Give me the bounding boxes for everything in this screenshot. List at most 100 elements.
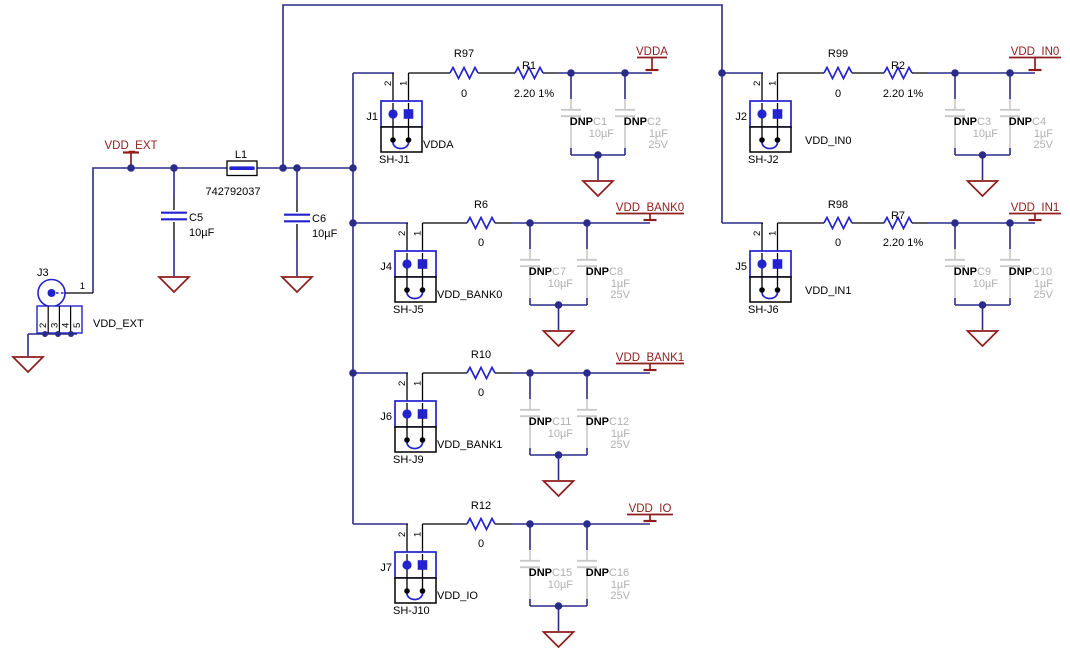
jumper-net-label: VDD_BANK0	[437, 289, 502, 301]
net-flag: VDD_IO	[627, 503, 673, 523]
capacitor-c5[interactable]: C5 10µF	[158, 168, 215, 293]
resistor-ref: R10	[471, 349, 491, 361]
capacitor-voltage: 25V	[610, 289, 630, 301]
jumper-symbol[interactable]	[394, 250, 437, 303]
resistor-value: 0	[478, 237, 484, 249]
capacitor-value: 10µF	[589, 128, 615, 140]
jumper-symbol[interactable]	[394, 551, 437, 604]
jumper-ref: J2	[735, 111, 747, 123]
capacitor-ref: C3	[977, 116, 991, 128]
dnp-flag: DNP	[624, 116, 647, 128]
capacitor-ref: C1	[593, 116, 607, 128]
branch-vdd-bank0: 2 1 J4 VDD_BANK0 SH-J5 R6 0 DNP C7 10µF …	[353, 199, 684, 347]
capacitor-value: 1µF	[611, 278, 630, 290]
pin-number: 2	[397, 532, 408, 537]
net-label: VDDA	[636, 46, 668, 58]
resistor-value: 2.20 1%	[514, 88, 555, 100]
capacitor-ref: C9	[977, 266, 991, 278]
capacitor-ref: C16	[609, 567, 629, 579]
shunt-label: SH-J2	[748, 154, 779, 166]
pin-number: 1	[768, 231, 779, 236]
dnp-capacitor-pair[interactable]: DNP C9 10µF DNP C10 1µF 25V	[944, 223, 1054, 347]
dnp-flag: DNP	[586, 416, 609, 428]
connector-pin-number: 3	[50, 323, 61, 328]
resistor-value: 0	[478, 538, 484, 550]
dnp-flag: DNP	[586, 567, 609, 579]
capacitor-voltage: 25V	[610, 439, 630, 451]
resistor-ref: R1	[522, 60, 536, 72]
dnp-capacitor-pair[interactable]: DNP C7 10µF DNP C8 1µF 25V	[519, 223, 631, 347]
dnp-capacitor-pair[interactable]: DNP C11 10µF DNP C12 1µF 25V	[519, 373, 631, 497]
capacitor-voltage: 25V	[610, 590, 630, 602]
jumper-ref: J1	[366, 111, 378, 123]
capacitor-value: 1µF	[611, 428, 630, 440]
jumper-net-label: VDD_IO	[437, 590, 478, 602]
capacitor-ref: C8	[609, 266, 623, 278]
branch-vdda: 2 1 J1 VDDA SH-J1 R97 0 R1 2.20 1% DNP C…	[353, 46, 669, 197]
jumper-symbol[interactable]	[394, 400, 437, 453]
pin-number: 1	[768, 81, 779, 86]
inductor-l1[interactable]: L1 742792037	[205, 149, 260, 198]
connector-pin-number: 4	[61, 323, 72, 328]
center-pin-icon	[47, 289, 56, 297]
capacitor-ref: C15	[552, 567, 572, 579]
jumper-symbol[interactable]	[749, 250, 792, 303]
capacitor-value: 1µF	[649, 128, 668, 140]
pin-number: 1	[413, 231, 424, 236]
net-label: VDD_IO	[629, 503, 672, 515]
net-label: VDD_BANK0	[616, 202, 684, 214]
connector-ref: J3	[37, 267, 49, 279]
resistor-ref: R99	[828, 48, 848, 60]
net-flag: VDD_BANK0	[616, 202, 684, 222]
resistor-ref: R98	[828, 199, 848, 211]
dnp-capacitor-pair[interactable]: DNP C15 10µF DNP C16 1µF 25V	[519, 524, 631, 648]
resistor-value: 2.20 1%	[883, 88, 924, 100]
net-label: VDD_IN0	[1011, 46, 1060, 58]
shunt-label: SH-J9	[393, 454, 424, 466]
net-label: VDD_EXT	[104, 140, 157, 152]
net-label: VDD_IN1	[1011, 202, 1060, 214]
capacitor-voltage: 25V	[648, 139, 668, 151]
dnp-flag: DNP	[529, 266, 552, 278]
capacitor-ref: C10	[1032, 266, 1052, 278]
connector-pin-number: 2	[38, 323, 49, 328]
resistor-value: 0	[835, 88, 841, 100]
capacitor-value: 10µF	[973, 128, 999, 140]
capacitor-value: 10µF	[548, 278, 574, 290]
jumper-symbol[interactable]	[380, 100, 423, 153]
capacitor-c6[interactable]: C6 10µF	[281, 168, 338, 293]
capacitor-ref: C5	[189, 212, 203, 224]
dnp-flag: DNP	[586, 266, 609, 278]
jumper-net-label: VDDA	[423, 139, 454, 151]
jumper-net-label: VDD_IN1	[805, 285, 851, 297]
pin-number: 2	[397, 381, 408, 386]
dnp-flag: DNP	[529, 567, 552, 579]
net-flag: VDD_IN1	[1009, 202, 1061, 222]
jumper-net-label: VDD_BANK1	[437, 439, 502, 451]
dnp-flag: DNP	[1009, 116, 1032, 128]
shunt-label: SH-J5	[393, 304, 424, 316]
capacitor-value: 1µF	[1034, 278, 1053, 290]
dnp-flag: DNP	[570, 116, 593, 128]
resistor-ref: R12	[471, 500, 491, 512]
connector-pin-number: 5	[72, 323, 83, 328]
capacitor-ref: C6	[312, 213, 326, 225]
capacitor-value: 1µF	[1034, 128, 1053, 140]
dnp-flag: DNP	[1009, 266, 1032, 278]
jumper-symbol[interactable]	[749, 100, 792, 153]
connector-j3[interactable]: J3 1 2 3 4 5 VDD_EXT	[12, 267, 144, 373]
dnp-capacitor-pair[interactable]: DNP C1 10µF DNP C2 1µF 25V	[560, 73, 669, 197]
jumper-ref: J7	[380, 562, 392, 574]
shunt-label: SH-J10	[393, 605, 430, 617]
capacitor-value: 10µF	[189, 227, 215, 239]
resistor-ref: R7	[891, 210, 905, 222]
dnp-flag: DNP	[954, 266, 977, 278]
connector-pin1-number: 1	[80, 281, 85, 292]
dnp-flag: DNP	[529, 416, 552, 428]
branch-vdd-bank1: 2 1 J6 VDD_BANK1 SH-J9 R10 0 DNP C11 10µ…	[353, 349, 684, 497]
dnp-capacitor-pair[interactable]: DNP C3 10µF DNP C4 1µF 25V	[944, 73, 1054, 197]
pin-number: 2	[383, 81, 394, 86]
capacitor-value: 10µF	[548, 579, 574, 591]
